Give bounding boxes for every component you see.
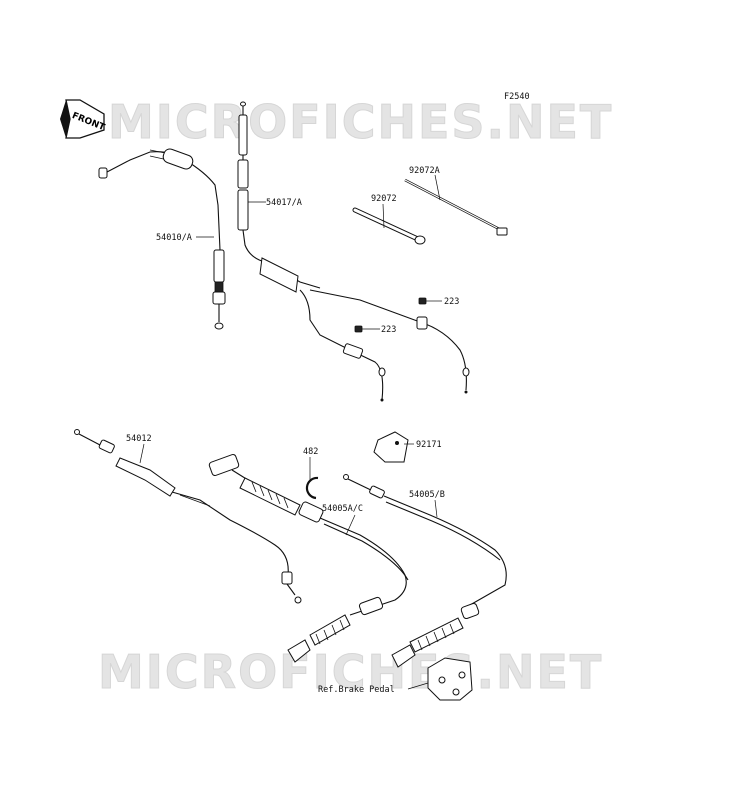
label-92171: 92171	[416, 440, 442, 450]
label-92072: 92072	[371, 194, 397, 204]
clamp-223-b	[354, 325, 363, 333]
brake-pedal-ref	[427, 657, 473, 701]
label-54005ac: 54005A/C	[322, 504, 363, 514]
label-223-a: 223	[444, 297, 459, 307]
label-54005b: 54005/B	[409, 490, 445, 500]
adjuster-sleeve	[213, 249, 225, 283]
label-223-b: 223	[381, 325, 396, 335]
cable-boot	[162, 148, 194, 170]
strap-92072a	[404, 178, 508, 236]
watermark-top: MICROFICHES.NET	[108, 95, 613, 149]
strap-92072	[352, 207, 426, 245]
clip-482	[305, 476, 319, 500]
label-482: 482	[303, 447, 318, 457]
clamp-223-a	[418, 297, 427, 305]
figure-code: F2540	[504, 92, 530, 102]
cable-54017a	[237, 101, 470, 402]
cable-54005ac	[208, 453, 409, 663]
cable-54012	[74, 429, 302, 604]
label-54012: 54012	[126, 434, 152, 444]
cable-54005b	[343, 474, 507, 668]
cable-end-fitting	[98, 167, 108, 179]
label-92072a: 92072A	[409, 166, 440, 176]
label-ref-brake-pedal: Ref.Brake Pedal	[318, 685, 395, 695]
label-54017a: 54017/A	[266, 198, 302, 208]
watermark-bottom: MICROFICHES.NET	[98, 645, 603, 699]
bracket-92171	[373, 431, 409, 463]
front-arrow-icon: FRONT	[60, 99, 107, 139]
cable-54010a	[98, 148, 226, 330]
label-54010a: 54010/A	[156, 233, 192, 243]
